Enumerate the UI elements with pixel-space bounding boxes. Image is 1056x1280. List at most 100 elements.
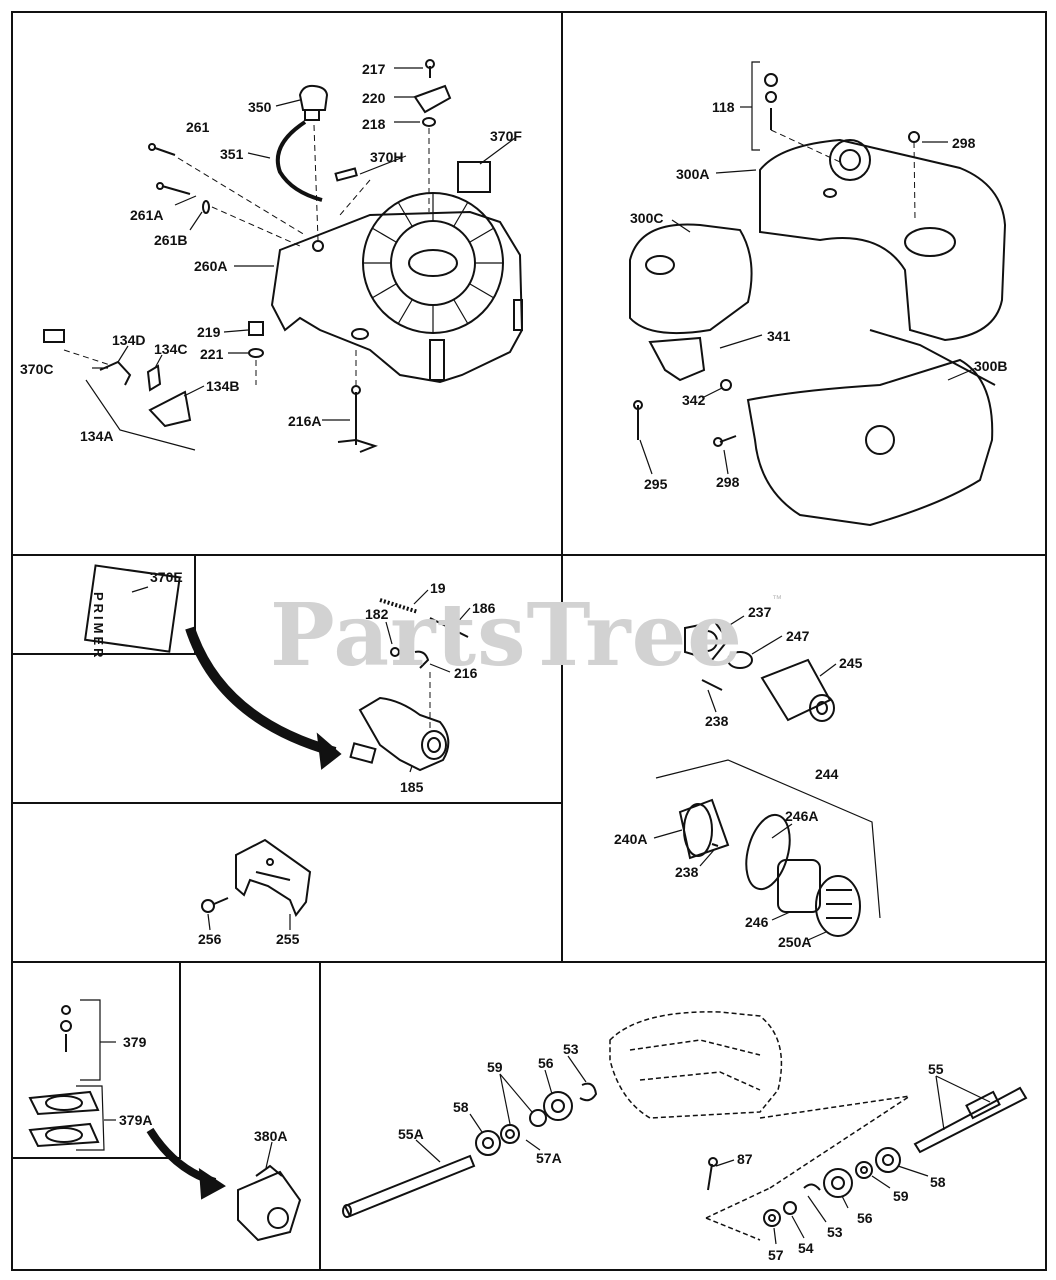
part-label-380A: 380A <box>254 1128 288 1144</box>
shaft-group <box>342 1082 1028 1227</box>
bracket-group <box>201 838 312 918</box>
part-label-379A: 379A <box>119 1112 153 1128</box>
part-label-245: 245 <box>839 655 863 671</box>
part-label-87: 87 <box>737 1151 753 1167</box>
part-label-216A: 216A <box>288 413 322 429</box>
part-label-341: 341 <box>767 328 791 344</box>
leader-lines-p3 <box>131 586 471 773</box>
bearing-58b <box>875 1147 901 1173</box>
part-label-261: 261 <box>186 119 210 135</box>
part-label-250A: 250A <box>778 934 812 950</box>
part-label-134A: 134A <box>80 428 114 444</box>
part-label-298-top: 298 <box>952 135 976 151</box>
assembly-lines-p2 <box>770 129 916 221</box>
part-label-342: 342 <box>682 392 706 408</box>
element-246 <box>777 859 821 913</box>
panel-borders <box>11 11 1047 1271</box>
part-label-53-a: 53 <box>563 1041 579 1057</box>
clamp-247 <box>727 651 753 669</box>
part-label-256: 256 <box>198 931 222 947</box>
leader-lines-p2 <box>639 61 977 475</box>
leader-lines-p1 <box>85 67 516 451</box>
gasket-237 <box>684 620 730 662</box>
gasket-379A-1 <box>28 1090 100 1116</box>
part-label-220: 220 <box>362 90 386 106</box>
part-label-216: 216 <box>454 665 478 681</box>
part-label-186: 186 <box>472 600 496 616</box>
muffler-group <box>678 620 861 937</box>
part-label-238-a: 238 <box>705 713 729 729</box>
part-label-261A: 261A <box>130 207 164 223</box>
part-label-218: 218 <box>362 116 386 132</box>
part-label-118: 118 <box>712 99 735 115</box>
part-label-134C: 134C <box>154 341 188 357</box>
cover-250A <box>815 875 861 937</box>
bolt-87 <box>707 1163 713 1191</box>
part-label-255: 255 <box>276 931 300 947</box>
partstree-watermark: PartsTree <box>270 585 744 686</box>
engine-block-outline <box>609 1011 911 1241</box>
part-label-247: 247 <box>786 628 810 644</box>
part-label-350: 350 <box>248 99 272 115</box>
bolt-256 <box>201 899 215 913</box>
part-label-57: 57 <box>768 1247 784 1263</box>
part-label-54: 54 <box>798 1240 814 1256</box>
gear-56a <box>543 1091 573 1121</box>
housing-240A <box>678 798 730 860</box>
part-label-246A: 246A <box>785 808 819 824</box>
part-label-57A: 57A <box>536 1150 562 1166</box>
carburetor-380A <box>237 1170 302 1242</box>
gasket-379A-2 <box>28 1122 100 1148</box>
part-label-58-a: 58 <box>453 1099 469 1115</box>
primer-sticker-text: PRIMER <box>91 592 106 661</box>
screen-246A <box>745 813 791 891</box>
shaft-55A <box>343 1154 476 1218</box>
part-label-300C: 300C <box>630 210 664 226</box>
part-label-298-bottom: 298 <box>716 474 740 490</box>
part-label-185: 185 <box>400 779 424 795</box>
part-label-19: 19 <box>430 580 446 596</box>
leader-lines-p6 <box>76 999 273 1169</box>
bracket-255 <box>235 838 312 918</box>
part-label-59-b: 59 <box>893 1188 909 1204</box>
part-label-379: 379 <box>123 1034 147 1050</box>
bearing-58a <box>475 1130 501 1156</box>
fuel-line <box>275 120 323 202</box>
part-label-261B: 261B <box>154 232 188 248</box>
part-label-240A: 240A <box>614 831 648 847</box>
part-label-370F: 370F <box>490 128 522 144</box>
blower-housing-group <box>43 59 524 453</box>
primer-arrow <box>185 626 337 757</box>
primer-body-185 <box>358 696 450 772</box>
part-label-370C: 370C <box>20 361 54 377</box>
carburetor-kit-group <box>28 1005 302 1242</box>
part-label-55: 55 <box>928 1061 944 1077</box>
part-label-134D: 134D <box>112 332 146 348</box>
cover-300A <box>759 138 1007 342</box>
cap-220 <box>413 84 452 114</box>
part-label-221: 221 <box>200 346 224 362</box>
part-label-182: 182 <box>365 606 389 622</box>
part-label-134B: 134B <box>206 378 240 394</box>
part-label-300B: 300B <box>974 358 1008 374</box>
part-label-58-b: 58 <box>930 1174 946 1190</box>
leader-lines-p4 <box>653 615 881 941</box>
gear-56b <box>823 1168 853 1198</box>
leader-lines-p7 <box>415 1055 991 1245</box>
part-label-53-b: 53 <box>827 1224 843 1240</box>
part-label-260A: 260A <box>194 258 228 274</box>
shaft-55 <box>913 1086 1028 1154</box>
part-label-370E: 370E <box>150 569 183 585</box>
base-300B <box>746 358 994 527</box>
part-label-244: 244 <box>815 766 839 782</box>
part-label-219: 219 <box>197 324 221 340</box>
leader-lines-p5 <box>207 913 291 931</box>
air-cleaner-group <box>629 73 1007 527</box>
element-300C <box>629 223 753 335</box>
primer-bulb <box>298 84 329 111</box>
trademark-symbol: ™ <box>772 594 782 605</box>
part-label-370H: 370H <box>370 149 404 165</box>
part-label-238-b: 238 <box>675 864 699 880</box>
part-label-217: 217 <box>362 61 386 77</box>
